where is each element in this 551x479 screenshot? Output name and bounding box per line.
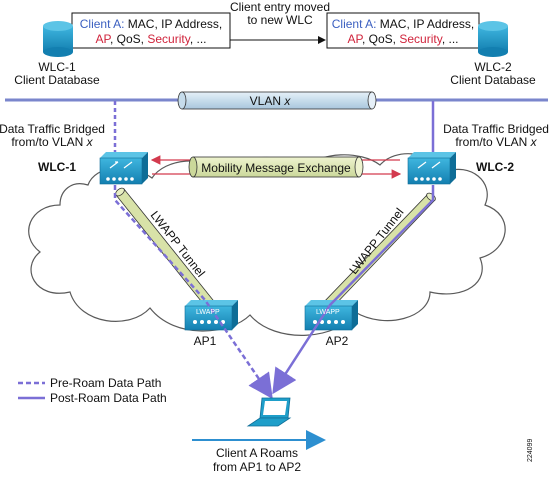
roam-label-line2: from AP1 to AP2 bbox=[213, 460, 301, 474]
wlc1-record-line2: AP, QoS, Security, ... bbox=[96, 32, 207, 46]
wlc2-record-line2: AP, QoS, Security, ... bbox=[348, 32, 459, 46]
wlc1-device bbox=[99, 152, 148, 185]
bridged-left-line1: Data Traffic Bridged bbox=[0, 122, 105, 136]
ap1-brand: LWAPP bbox=[196, 309, 220, 316]
legend-pre-roam-label: Pre-Roam Data Path bbox=[50, 376, 161, 390]
roam-label-line1: Client A Roams bbox=[216, 446, 298, 460]
wlc2-label: WLC-2 bbox=[476, 160, 514, 174]
wlc1-database-icon bbox=[43, 21, 73, 57]
figure-id: 224099 bbox=[527, 439, 534, 462]
wlc1-record-line1: Client A: MAC, IP Address, bbox=[80, 17, 223, 31]
pre-roam-path bbox=[113, 185, 273, 400]
mobility-label: Mobility Message Exchange bbox=[201, 161, 351, 175]
wlc1-label: WLC-1 bbox=[38, 160, 76, 174]
bridged-right-line1: Data Traffic Bridged bbox=[443, 122, 549, 136]
client-laptop-icon bbox=[246, 397, 292, 427]
post-roam-path bbox=[272, 185, 435, 395]
move-label-line2: to new WLC bbox=[247, 13, 313, 27]
wlc1-client-record-box bbox=[71, 12, 231, 49]
ap2-brand: LWAPP bbox=[316, 309, 340, 316]
vlan-label: VLAN x bbox=[250, 94, 292, 108]
legend-post-roam-label: Post-Roam Data Path bbox=[50, 391, 167, 405]
wlc2-device bbox=[407, 152, 456, 185]
move-label-line1: Client entry moved bbox=[230, 0, 330, 14]
wlc2-database-icon bbox=[478, 21, 508, 57]
wlc1-db-label-1: WLC-1 bbox=[38, 60, 76, 74]
wlc2-record-line1: Client A: MAC, IP Address, bbox=[332, 17, 475, 31]
wlc2-db-label-2: Client Database bbox=[450, 73, 536, 87]
ap1-label: AP1 bbox=[194, 334, 217, 348]
wlc2-client-record-box bbox=[326, 12, 480, 49]
wlc1-db-label-2: Client Database bbox=[14, 73, 100, 87]
wlc2-db-label-1: WLC-2 bbox=[474, 60, 512, 74]
ap1-device bbox=[184, 300, 238, 331]
bridged-left-line2: from/to VLAN x bbox=[11, 135, 93, 149]
ap2-label: AP2 bbox=[326, 334, 349, 348]
bridged-right-line2: from/to VLAN x bbox=[455, 135, 537, 149]
vlan-pipe bbox=[177, 91, 377, 110]
mobility-pipe bbox=[188, 156, 364, 178]
